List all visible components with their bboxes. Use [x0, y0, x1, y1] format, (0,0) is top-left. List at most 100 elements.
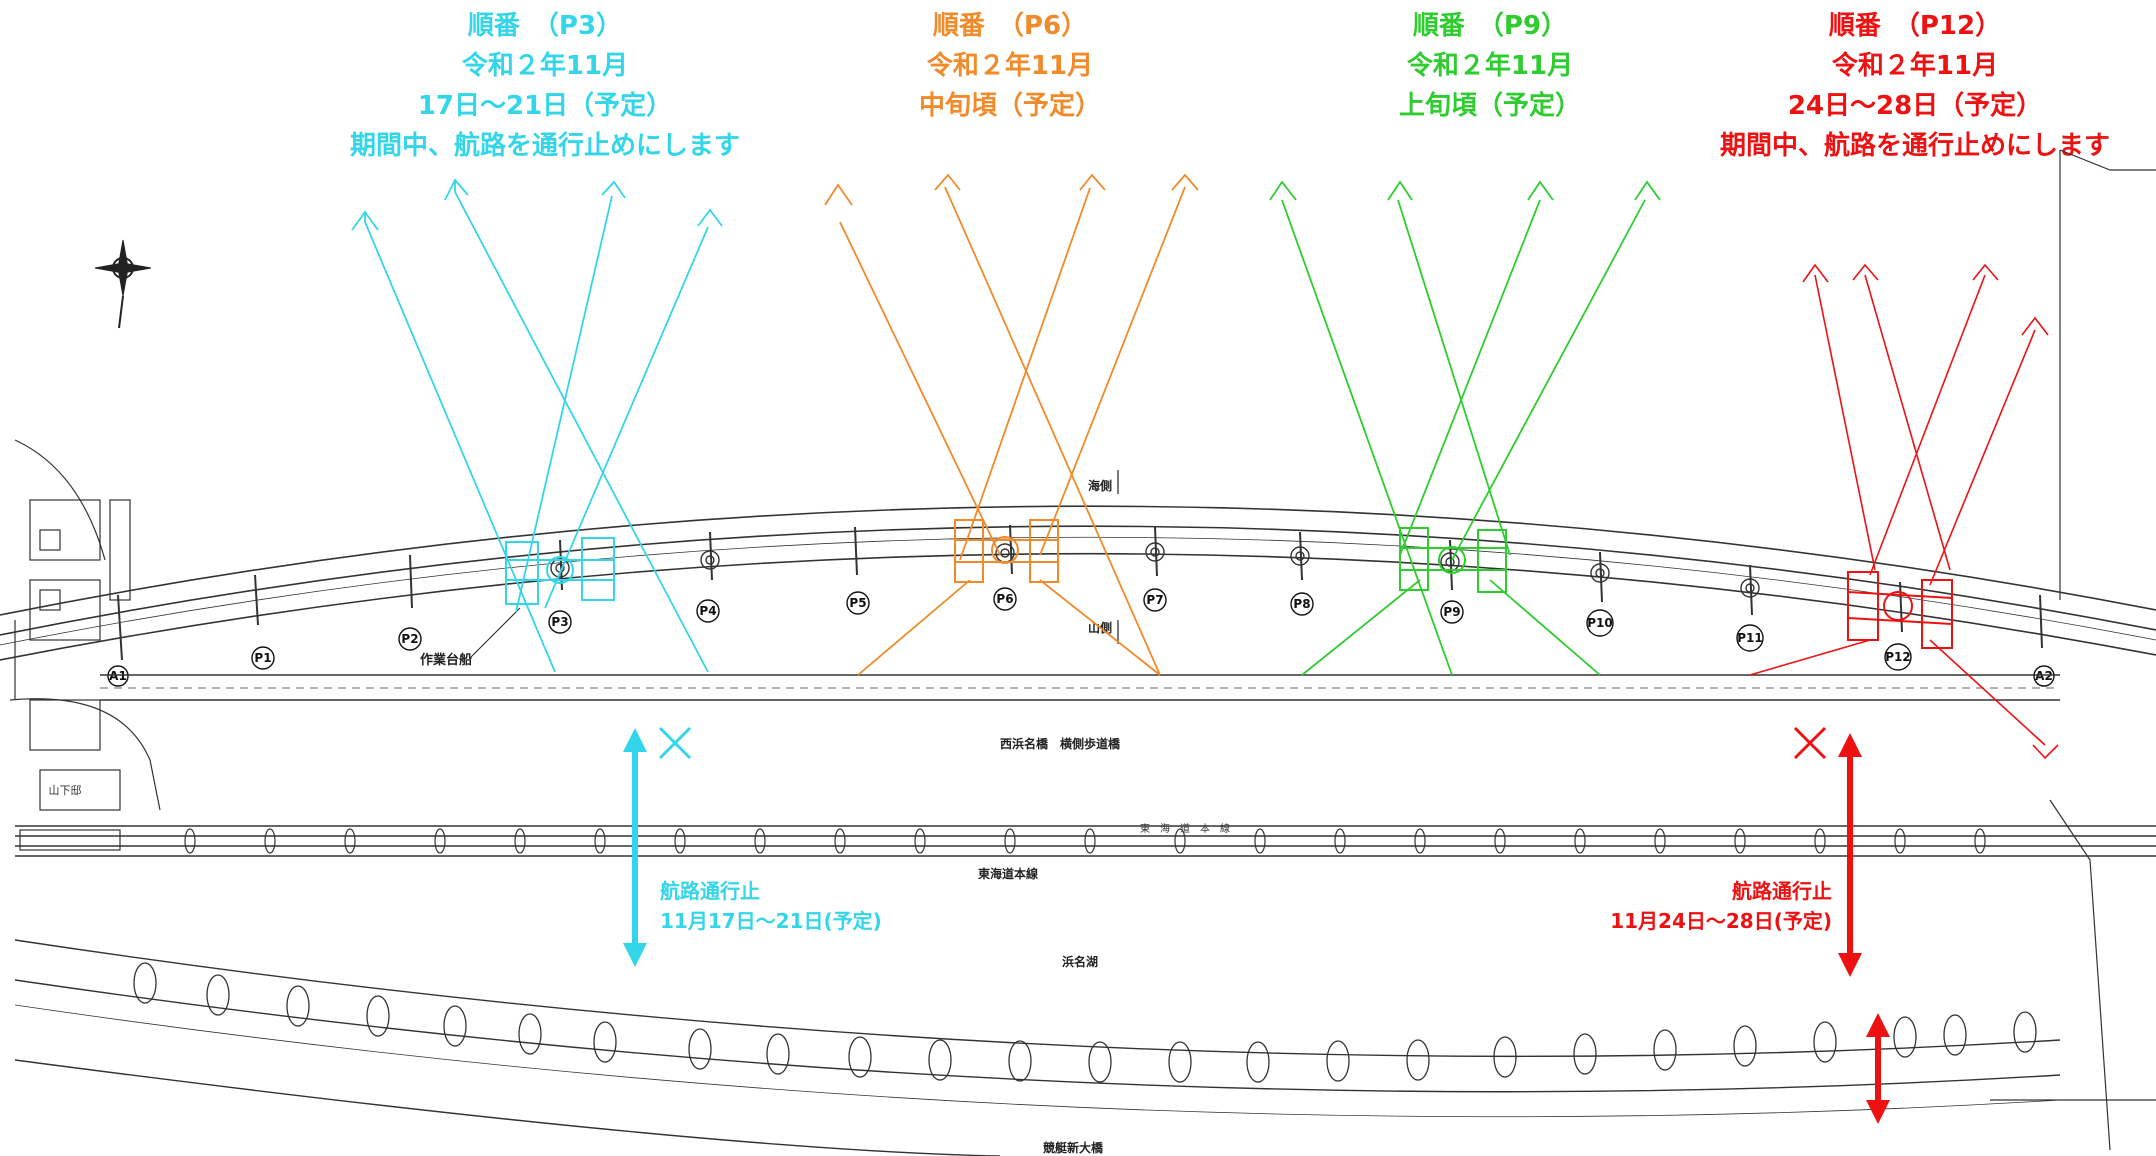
p6-work-area [824, 173, 1199, 676]
schedule-p12-period: 24日～28日（予定） [1787, 91, 2043, 121]
schedule-p6-period: 中旬頃（予定） [918, 91, 1101, 121]
svg-text:A1: A1 [109, 669, 127, 683]
svg-text:P7: P7 [1146, 593, 1163, 607]
left-buildings [19, 499, 131, 851]
p9-anchor-icon-2 [1387, 180, 1413, 201]
lake-label: 浜名湖 [1062, 954, 1098, 969]
closure-note-right: 航路通行止 11月24日～28日(予定) [1572, 876, 1832, 936]
schedule-p12-note: 期間中、航路を通行止めにします [1719, 131, 2110, 161]
p9-work-area [1269, 180, 1661, 676]
p9-anchor-icon-1 [1269, 180, 1297, 201]
p12-anchor-icon-1 [1802, 263, 1829, 283]
main-bridge [0, 505, 2156, 661]
schedule-p9-order: 順番 （P9） [1412, 11, 1568, 41]
svg-text:A2: A2 [2035, 669, 2053, 683]
svg-text:P12: P12 [1885, 650, 1911, 664]
pier-label-p7: P7 [1143, 588, 1167, 612]
p3-anchor-icon-3 [601, 180, 626, 199]
p9-anchor-icon-3 [1527, 180, 1554, 201]
closure-x-left-icon [658, 726, 692, 760]
p3-anchor-icon-4 [697, 208, 723, 227]
building-label: 山下邸 [49, 784, 82, 797]
closure-x-right-icon [1793, 726, 1827, 760]
schedule-p9-date: 令和２年11月 [1406, 51, 1574, 81]
svg-text:P4: P4 [699, 604, 716, 618]
side-markers: 海側 山側 [1088, 470, 1119, 644]
p3-work-area [351, 178, 723, 673]
sea-side-label: 海側 [1088, 478, 1112, 493]
pier-foundations [550, 542, 1760, 598]
schedule-p3-period: 17日～21日（予定） [417, 91, 673, 121]
schedule-p6-order: 順番 （P6） [932, 11, 1088, 41]
schedule-p6: 順番 （P6） 令和２年11月 中旬頃（予定） [860, 6, 1160, 126]
schedule-p9-period: 上旬頃（予定） [1398, 91, 1581, 121]
p12-anchor-icon-4 [2021, 316, 2049, 336]
walkway-bridge [100, 674, 2060, 701]
svg-text:P9: P9 [1443, 605, 1460, 619]
closure-right-period: 11月24日～28日(予定) [1610, 909, 1832, 933]
lower-bridge-piers [133, 962, 2037, 1083]
svg-text:P8: P8 [1293, 597, 1310, 611]
p6-anchor-icon-4 [1171, 173, 1199, 191]
schedule-p3: 順番 （P3） 令和２年11月 17日～21日（予定） 期間中、航路を通行止めに… [320, 6, 770, 166]
pier-label-p3: P3 [548, 610, 572, 634]
pier-label-p6: P6 [993, 587, 1017, 611]
p3-barge [505, 537, 615, 605]
p12-anchor-icon-5 [2032, 744, 2059, 760]
p12-work-area [1749, 263, 2059, 760]
compass-rose-icon [94, 239, 152, 329]
closure-left-period: 11月17日～21日(予定) [660, 909, 882, 933]
pier-label-p2: P2 [398, 627, 422, 651]
pier-label-p5: P5 [846, 591, 870, 615]
closure-left-title: 航路通行止 [660, 879, 760, 903]
schedule-p12-date: 令和２年11月 [1831, 51, 1999, 81]
pier-label-p9: P9 [1440, 600, 1464, 624]
work-barge-label: 作業台船 [420, 652, 472, 668]
closure-note-left: 航路通行止 11月17日～21日(予定) [660, 876, 882, 936]
pier-label-p12: P12 [1884, 643, 1912, 671]
walkway-bridge-label: 西浜名橋 横側歩道橋 [1000, 736, 1121, 751]
pier-label-p1: P1 [251, 646, 275, 670]
schedule-p12: 順番 （P12） 令和２年11月 24日～28日（予定） 期間中、航路を通行止め… [1680, 6, 2150, 166]
p6-anchor-icon-3 [1079, 173, 1106, 191]
svg-text:P6: P6 [996, 592, 1013, 606]
shoreline [9, 149, 2156, 1151]
closure-right-title: 航路通行止 [1732, 879, 1832, 903]
pier-label-p4: P4 [696, 599, 720, 623]
p9-barge [1399, 527, 1507, 593]
p3-anchor-icon-2 [444, 178, 469, 201]
new-bridge-label: 競艇新大橋 [1043, 1140, 1104, 1155]
lower-bridge [14, 939, 2061, 1156]
schedule-p12-order: 順番 （P12） [1828, 11, 2002, 41]
p12-anchor-icon-2 [1852, 263, 1879, 281]
railway-inline-label: 東 海 道 本 線 [1140, 822, 1230, 835]
svg-text:P3: P3 [551, 615, 568, 629]
pier-labels: P1 P2 P3 P4 P5 P6 P7 P8 P9 P10 P11 P12 A… [107, 587, 2055, 687]
schedule-p3-date: 令和２年11月 [461, 51, 629, 81]
railway-label: 東海道本線 [978, 866, 1038, 881]
svg-text:P1: P1 [254, 651, 271, 665]
pier-label-p8: P8 [1290, 592, 1314, 616]
p9-anchor-icon-4 [1634, 180, 1661, 201]
abutment-label-a1: A1 [107, 665, 129, 687]
schedule-p3-note: 期間中、航路を通行止めにします [349, 131, 740, 161]
p6-anchor-icon-1 [824, 183, 853, 206]
pier-crossbeams [117, 524, 2043, 661]
pier-label-p11: P11 [1736, 624, 1764, 652]
schedule-p6-date: 令和２年11月 [926, 51, 1094, 81]
railway-piers [184, 828, 1986, 854]
svg-text:P11: P11 [1737, 631, 1763, 645]
abutment-label-a2: A2 [2033, 665, 2055, 687]
schedule-p9: 順番 （P9） 令和２年11月 上旬頃（予定） [1340, 6, 1640, 126]
p6-anchor-icon-2 [934, 173, 961, 191]
schedule-p3-order: 順番 （P3） [467, 11, 623, 41]
pier-label-p10: P10 [1586, 609, 1614, 637]
p6-barge [954, 519, 1059, 583]
p12-anchor-icon-3 [1972, 263, 1999, 281]
p12-barge [1847, 571, 1953, 649]
svg-text:P5: P5 [849, 596, 866, 610]
svg-text:P10: P10 [1587, 616, 1613, 630]
p3-anchor-icon-1 [351, 210, 379, 231]
svg-text:P2: P2 [401, 632, 418, 646]
